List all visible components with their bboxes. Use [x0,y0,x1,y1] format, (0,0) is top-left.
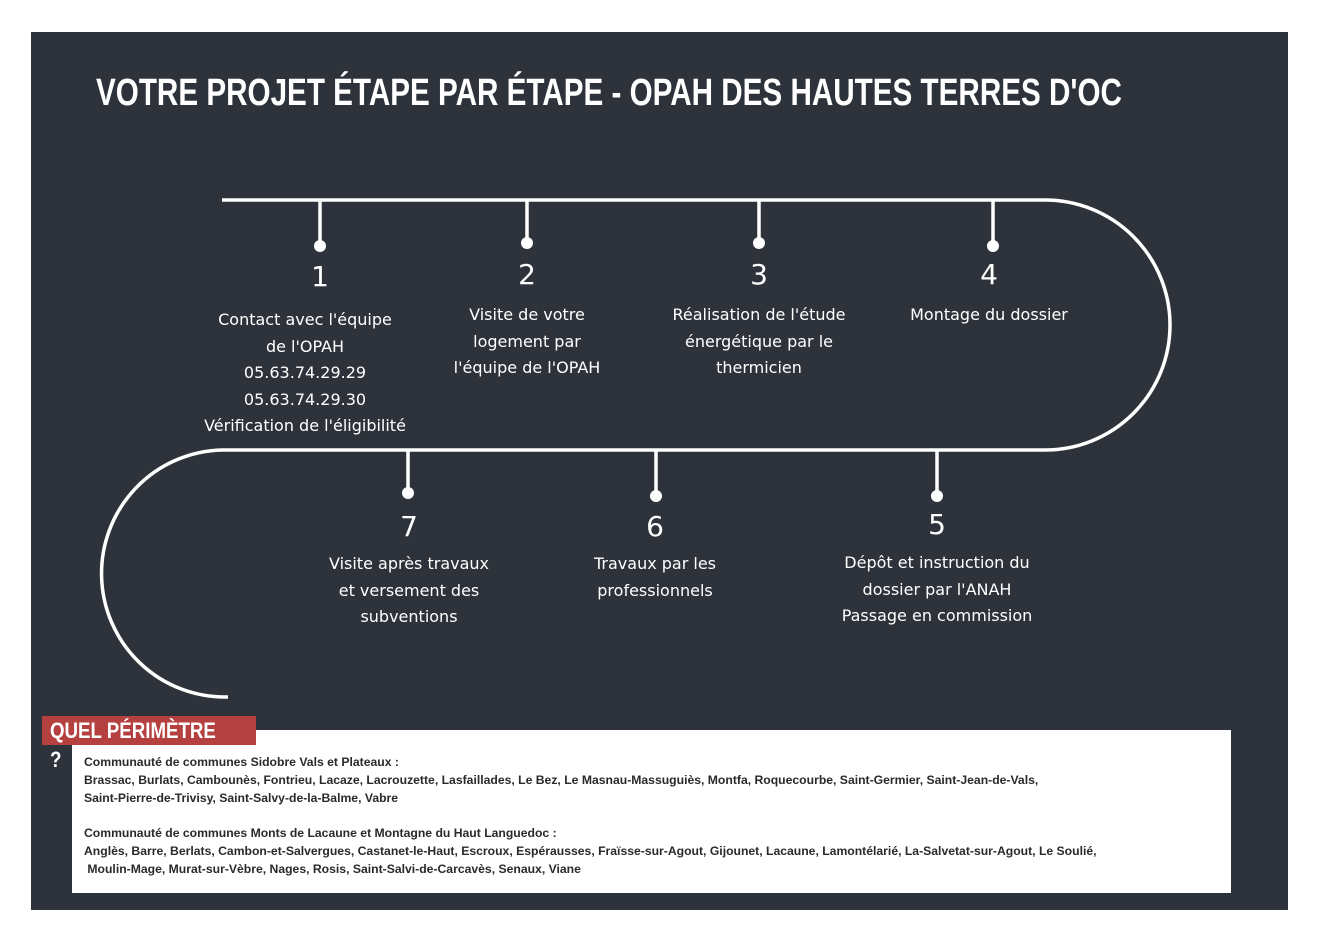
group-heading: Communauté de communes Monts de Lacaune … [84,826,557,840]
group-communes-line: Brassac, Burlats, Cambounès, Fontrieu, L… [84,773,1039,787]
step-description: Travaux par les professionnels [525,551,785,604]
step-description-line: Passage en commission [841,606,1033,625]
step-description-line: l'équipe de l'OPAH [453,358,601,377]
step-number: 3 [750,258,768,291]
step-description-line: subventions [360,607,458,626]
step-description-line: et versement des [338,580,480,600]
step-number: 4 [980,258,998,291]
step-description-line: 05.63.74.29.29 [243,363,367,382]
step-description-line: Vérification de l'éligibilité [204,416,406,435]
step-description: Visite après travaux et versement des subv… [279,551,539,631]
step-number: 6 [646,510,664,543]
timeline-path [99,198,1172,699]
step-description-line: Travaux par les [593,554,717,573]
dot-2 [521,237,533,249]
page-title: VOTRE PROJET ÉTAPE PAR ÉTAPE - OPAH DES … [96,72,1122,114]
perimeter-group-1: Communauté de communes Sidobre Vals et P… [84,753,1224,807]
perimeter-box: Communauté de communes Sidobre Vals et P… [72,730,1231,893]
step-description-line: professionnels [597,580,713,600]
step-description-line: énergétique par le [685,331,833,351]
dot-3 [753,237,765,249]
step-description-line: dossier par l'ANAH [862,579,1012,599]
step-description: Dépôt et instruction du dossier par l'ANA… [807,550,1067,630]
step-description-line: Réalisation de l'étude [672,305,846,324]
perimeter-label-text: QUEL PÉRIMÈTRE ? [50,718,216,772]
group-communes-line: Saint-Pierre-de-Trivisy, Saint-Salvy-de-… [84,791,399,805]
group-communes-line: Anglès, Barre, Berlats, Cambon-et-Salver… [84,844,1097,858]
step-description-line: Contact avec l'équipe [218,310,392,329]
step-description: Réalisation de l'étude énergétique par le… [629,302,889,382]
step-description-line: Montage du dossier [910,305,1068,324]
step-description-line: thermicien [716,358,802,377]
group-heading: Communauté de communes Sidobre Vals et P… [84,755,399,769]
step-description: Montage du dossier [859,302,1119,329]
dot-7 [402,487,414,499]
step-description: Visite de votre logement par l'équipe de l… [397,302,657,382]
dot-6 [650,490,662,502]
step-number: 2 [518,258,536,291]
step-description-line: Visite après travaux [328,554,489,573]
dot-4 [987,240,999,252]
step-description-line: 05.63.74.29.30 [243,389,367,409]
step-description-line: Dépôt et instruction du [844,553,1030,572]
step-number: 7 [400,510,418,543]
group-communes-line: Moulin-Mage, Murat-sur-Vèbre, Nages, Ros… [84,862,581,876]
step-number: 1 [311,260,329,293]
dot-5 [931,490,943,502]
step-number: 5 [928,508,946,541]
perimeter-label: QUEL PÉRIMÈTRE ? [42,716,256,772]
dot-1 [314,240,326,252]
step-description-line: Visite de votre [469,305,585,324]
step-description: Contact avec l'équipe de l'OPAH 05.63.74.2… [175,307,435,440]
perimeter-group-2: Communauté de communes Monts de Lacaune … [84,824,1224,878]
step-description-line: de l'OPAH [265,336,345,356]
step-description-line: logement par [473,331,581,351]
